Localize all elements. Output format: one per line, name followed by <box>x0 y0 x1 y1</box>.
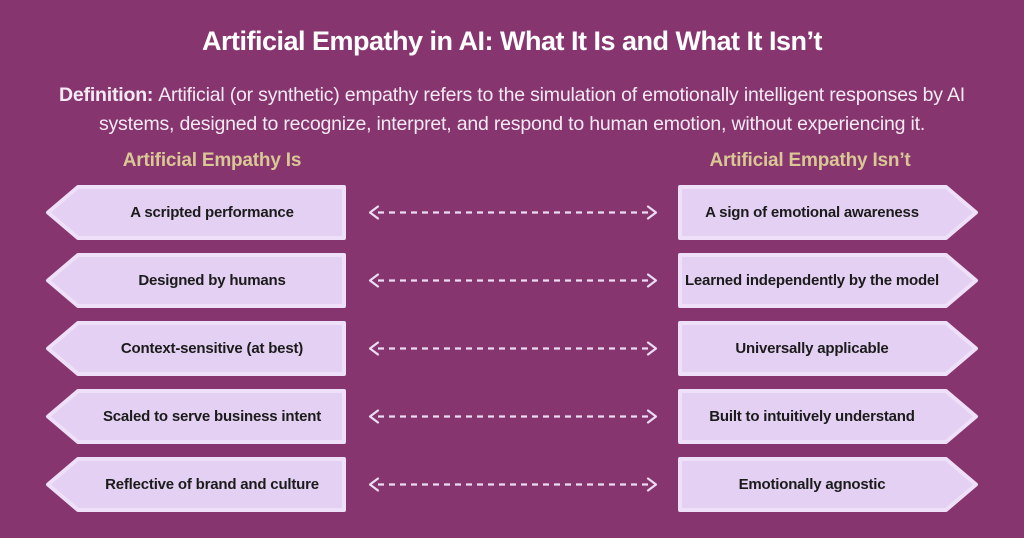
left-arrow-shape <box>46 457 346 512</box>
definition-label: Definition: <box>59 84 154 106</box>
definition-paragraph: Definition:Artificial (or synthetic) emp… <box>36 81 988 139</box>
right-arrow-shape <box>678 253 978 308</box>
comparison-row: Context-sensitive (at best) Universally … <box>0 320 1024 377</box>
comparison-row: Scaled to serve business intent Built to… <box>0 388 1024 445</box>
column-heading-isnt: Artificial Empathy Isn’t <box>709 150 911 171</box>
left-item: Designed by humans <box>45 252 347 309</box>
left-item-label: Reflective of brand and culture <box>105 476 319 493</box>
left-item: Context-sensitive (at best) <box>45 320 347 377</box>
left-item-label: Context-sensitive (at best) <box>120 340 304 357</box>
left-arrow-shape <box>46 253 346 308</box>
right-arrow-shape <box>678 457 978 512</box>
right-item-label: Built to intuitively understand <box>709 408 915 425</box>
left-item: A scripted performance <box>45 184 347 241</box>
column-heading-is: Artificial Empathy Is <box>122 150 302 171</box>
right-item: Universally applicable <box>677 320 979 377</box>
left-item: Scaled to serve business intent <box>45 388 347 445</box>
comparison-row: A scripted performance A sign of emotion… <box>0 184 1024 241</box>
right-item-label: Emotionally agnostic <box>738 476 886 493</box>
right-item: A sign of emotional awareness <box>677 184 979 241</box>
definition-text: Artificial (or synthetic) empathy refers… <box>98 84 965 135</box>
bidirectional-dashed-arrow-icon <box>368 341 658 356</box>
right-item: Built to intuitively understand <box>677 388 979 445</box>
left-item: Reflective of brand and culture <box>45 456 347 513</box>
right-item: Emotionally agnostic <box>677 456 979 513</box>
bidirectional-dashed-arrow-icon <box>368 273 658 288</box>
left-arrow-shape <box>46 389 346 444</box>
right-arrow-shape <box>678 389 978 444</box>
right-arrow-shape <box>678 321 978 376</box>
left-item-label: Designed by humans <box>138 272 286 289</box>
bidirectional-dashed-arrow-icon <box>368 205 658 220</box>
right-item-label: A sign of emotional awareness <box>705 204 919 221</box>
comparison-row: Designed by humans Learned independently… <box>0 252 1024 309</box>
bidirectional-dashed-arrow-icon <box>368 477 658 492</box>
left-item-label: Scaled to serve business intent <box>102 408 322 425</box>
right-item-label: Universally applicable <box>735 340 889 357</box>
left-arrow-shape <box>46 185 346 240</box>
comparison-row: Reflective of brand and culture Emotiona… <box>0 456 1024 513</box>
right-item: Learned independently by the model <box>677 252 979 309</box>
left-item-label: A scripted performance <box>130 204 294 221</box>
right-arrow-shape <box>678 185 978 240</box>
right-item-label: Learned independently by the model <box>684 272 940 289</box>
page-title: Artificial Empathy in AI: What It Is and… <box>201 26 823 56</box>
bidirectional-dashed-arrow-icon <box>368 409 658 424</box>
left-arrow-shape <box>46 321 346 376</box>
